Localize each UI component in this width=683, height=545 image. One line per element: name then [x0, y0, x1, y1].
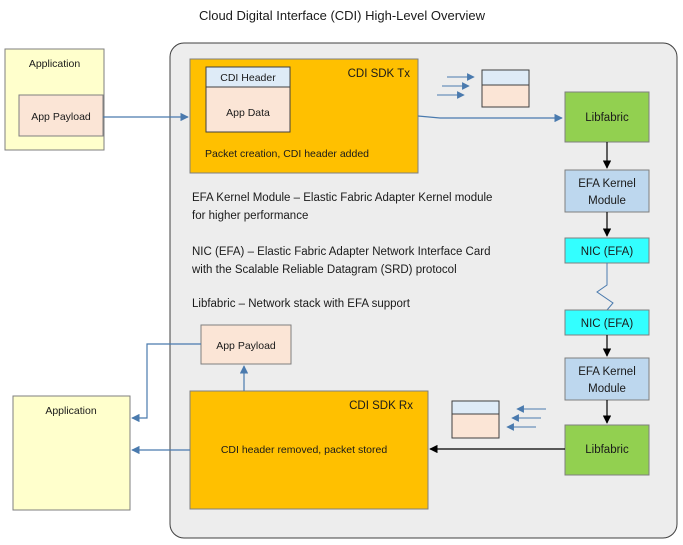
rx-application-box	[12, 395, 131, 511]
rx-nic-box	[564, 309, 650, 336]
rx-app-payload-box	[200, 324, 292, 365]
tx-app-payload-box	[18, 94, 104, 137]
tx-sdk-to-libfabric-arrow	[417, 113, 563, 123]
cdi-sdk-tx-caption: Packet creation, CDI header added	[205, 148, 369, 160]
rx-efa-kernel-label-1: EFA Kernel	[578, 366, 636, 378]
rx-libfabric-label: Libfabric	[585, 444, 629, 456]
tx-app-payload-label: App Payload	[31, 111, 91, 123]
rx-application-label: Application	[45, 405, 97, 417]
note-nic-line1: NIC (EFA) – Elastic Fabric Adapter Netwo…	[192, 246, 490, 258]
tx-efa-kernel-label-2: Module	[588, 195, 626, 207]
diagram-title: Cloud Digital Interface (CDI) High-Level…	[199, 8, 486, 23]
rx-libfabric-box	[564, 424, 650, 476]
rx-packet-header-icon	[451, 400, 500, 415]
tx-libfabric-box	[564, 91, 650, 143]
cdi-sdk-rx-box	[189, 390, 429, 510]
tx-packet-data-icon	[481, 84, 530, 108]
note-efa-kernel-line1: EFA Kernel Module – Elastic Fabric Adapt…	[192, 192, 492, 204]
note-libfabric: Libfabric – Network stack with EFA suppo…	[192, 298, 411, 310]
rx-packet-data-icon	[451, 413, 500, 439]
rx-payload-to-app-arrow	[131, 343, 201, 423]
rx-efa-kernel-box	[564, 357, 650, 401]
tx-application-label: Application	[29, 58, 81, 70]
network-link-zigzag	[596, 263, 614, 311]
app-data-box	[205, 86, 291, 133]
note-nic-line2: with the Scalable Reliable Datagram (SRD…	[191, 264, 457, 276]
tx-libfabric-label: Libfabric	[585, 112, 629, 124]
rx-nic-label: NIC (EFA)	[581, 318, 634, 330]
tx-packet-header-icon	[481, 69, 530, 86]
cdi-sdk-rx-caption: CDI header removed, packet stored	[221, 444, 387, 456]
cdi-sdk-rx-label: CDI SDK Rx	[349, 400, 413, 412]
note-efa-kernel-line2: for higher performance	[192, 210, 308, 222]
rx-efa-kernel-label-2: Module	[588, 383, 626, 395]
tx-nic-box	[564, 237, 650, 264]
tx-efa-kernel-label-1: EFA Kernel	[578, 178, 636, 190]
tx-nic-label: NIC (EFA)	[581, 246, 634, 258]
cdi-sdk-tx-label: CDI SDK Tx	[348, 68, 411, 80]
app-data-label: App Data	[226, 107, 270, 119]
rx-app-payload-label: App Payload	[216, 340, 276, 352]
cdi-header-label: CDI Header	[220, 72, 276, 84]
